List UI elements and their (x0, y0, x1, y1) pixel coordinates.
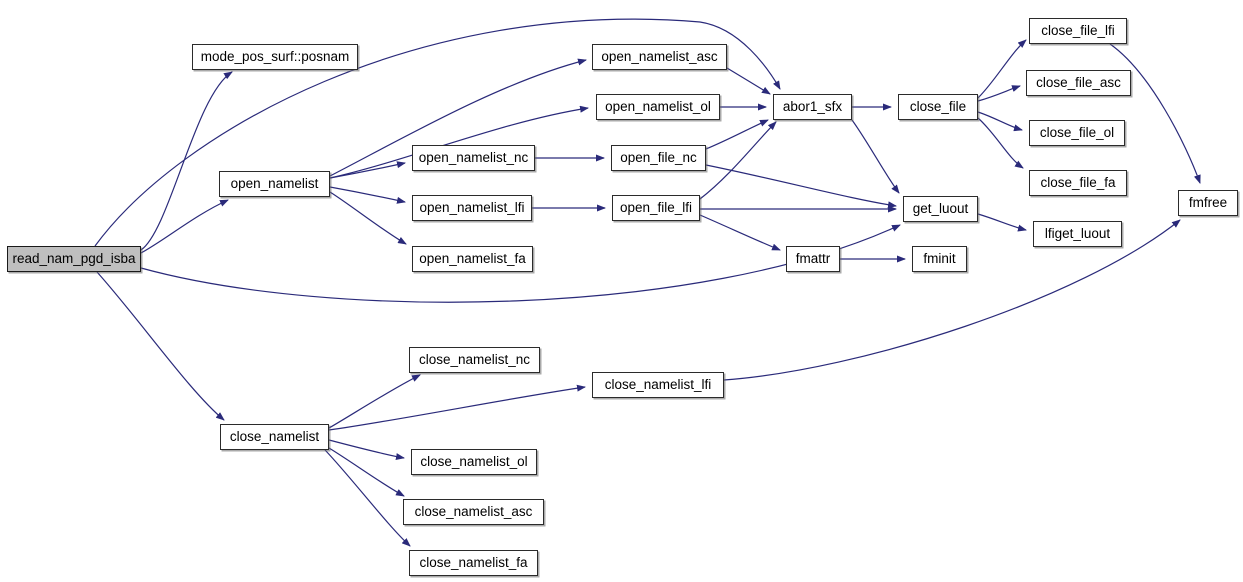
graph-node-label: close_file (909, 99, 967, 115)
graph-node-label: close_namelist_asc (414, 504, 533, 520)
graph-node-close_file[interactable]: close_file (898, 94, 978, 120)
graph-node-label: close_namelist_lfi (604, 377, 712, 393)
graph-node-close_namelist[interactable]: close_namelist (220, 424, 329, 450)
graph-node-label: close_namelist_ol (420, 454, 528, 470)
edge-open_file_nc-to-get_luout (705, 164, 897, 209)
edge-open_namelist_asc-to-abor1_sfx (726, 67, 771, 95)
graph-node-close_namelist_nc[interactable]: close_namelist_nc (409, 347, 540, 373)
graph-node-open_namelist_nc[interactable]: open_namelist_nc (412, 145, 535, 171)
graph-node-label: close_namelist (229, 429, 320, 445)
edge-close_file-to-close_file_lfi (977, 39, 1027, 99)
graph-node-open_namelist[interactable]: open_namelist (219, 171, 330, 197)
edge-get_luout-to-lfiget_luout (977, 213, 1027, 232)
edge-close_file-to-close_file_ol (977, 111, 1023, 132)
graph-node-abor1_sfx[interactable]: abor1_sfx (773, 94, 852, 120)
graph-node-label: mode_pos_surf::posnam (200, 49, 350, 65)
graph-node-label: open_namelist_nc (418, 150, 529, 166)
graph-node-label: fmfree (1188, 195, 1228, 211)
edge-open_file_lfi-to-fmattr (699, 214, 781, 251)
graph-node-close_namelist_asc[interactable]: close_namelist_asc (403, 499, 544, 525)
graph-node-label: close_namelist_fa (419, 555, 528, 571)
graph-node-label: open_namelist_lfi (419, 200, 525, 216)
graph-node-close_file_fa[interactable]: close_file_fa (1029, 170, 1127, 196)
graph-node-open_namelist_lfi[interactable]: open_namelist_lfi (412, 195, 532, 221)
graph-node-open_file_nc[interactable]: open_file_nc (611, 145, 706, 171)
graph-node-label: read_nam_pgd_isba (12, 251, 136, 267)
edge-close_namelist-to-close_namelist_fa (324, 449, 411, 547)
graph-node-close_namelist_fa[interactable]: close_namelist_fa (409, 550, 538, 576)
graph-node-open_file_lfi[interactable]: open_file_lfi (612, 195, 700, 221)
graph-node-label: close_file_fa (1040, 175, 1116, 191)
graph-node-label: close_namelist_nc (418, 352, 531, 368)
graph-node-get_luout[interactable]: get_luout (903, 196, 978, 222)
edge-read_nam_pgd_isba-to-open_namelist (140, 199, 229, 254)
edge-close_namelist-to-close_namelist_lfi (328, 384, 586, 431)
graph-node-label: close_file_ol (1039, 125, 1115, 141)
graph-node-lfiget_luout[interactable]: lfiget_luout (1033, 221, 1122, 247)
graph-node-close_namelist_ol[interactable]: close_namelist_ol (411, 449, 537, 475)
graph-node-label: abor1_sfx (782, 99, 843, 115)
graph-node-label: close_file_asc (1036, 75, 1121, 91)
graph-node-label: open_namelist_fa (419, 251, 526, 267)
graph-node-fminit[interactable]: fminit (912, 246, 967, 272)
graph-node-open_namelist_fa[interactable]: open_namelist_fa (412, 246, 533, 272)
edge-abor1_sfx-to-get_luout (851, 119, 900, 194)
graph-node-label: open_file_lfi (619, 200, 693, 216)
graph-node-fmfree[interactable]: fmfree (1178, 190, 1238, 216)
graph-node-read_nam_pgd_isba[interactable]: read_nam_pgd_isba (7, 246, 141, 272)
edge-read_nam_pgd_isba-to-close_namelist (96, 271, 225, 421)
graph-node-label: get_luout (912, 201, 969, 217)
graph-node-label: open_namelist_asc (601, 49, 718, 65)
edge-close_file-to-close_file_asc (977, 85, 1021, 102)
graph-node-label: fmattr (795, 251, 831, 267)
graph-node-label: lfiget_luout (1044, 226, 1111, 242)
edge-open_namelist-to-open_namelist_lfi (329, 186, 406, 204)
edge-open_file_nc-to-abor1_sfx (705, 119, 769, 150)
graph-node-mode_pos_surf_posnam[interactable]: mode_pos_surf::posnam (192, 44, 358, 70)
edge-open_namelist-to-open_namelist_fa (329, 191, 407, 245)
graph-node-close_file_lfi[interactable]: close_file_lfi (1029, 18, 1127, 44)
edge-open_file_lfi-to-abor1_sfx (699, 121, 777, 200)
graph-node-fmattr[interactable]: fmattr (786, 246, 840, 272)
graph-node-close_namelist_lfi[interactable]: close_namelist_lfi (592, 372, 724, 398)
graph-node-label: open_namelist_ol (605, 99, 711, 115)
graph-node-open_namelist_asc[interactable]: open_namelist_asc (592, 44, 727, 70)
edge-close_namelist-to-close_namelist_ol (328, 439, 405, 461)
graph-node-label: close_file_lfi (1041, 23, 1115, 39)
edge-close_file-to-close_file_fa (977, 117, 1024, 169)
graph-node-label: open_namelist (230, 176, 319, 192)
edge-close_namelist-to-close_namelist_nc (328, 374, 421, 429)
graph-node-label: fminit (923, 251, 956, 267)
graph-node-open_namelist_ol[interactable]: open_namelist_ol (596, 94, 720, 120)
graph-node-close_file_ol[interactable]: close_file_ol (1029, 120, 1125, 146)
graph-node-close_file_asc[interactable]: close_file_asc (1026, 70, 1131, 96)
edge-close_file_lfi-to-fmfree (1109, 43, 1201, 184)
edge-read_nam_pgd_isba-to-mode_pos_surf_posnam (140, 71, 233, 251)
edge-close_namelist-to-close_namelist_asc (328, 447, 405, 497)
graph-node-label: open_file_nc (620, 150, 697, 166)
edge-open_namelist-to-open_namelist_nc (329, 161, 406, 179)
